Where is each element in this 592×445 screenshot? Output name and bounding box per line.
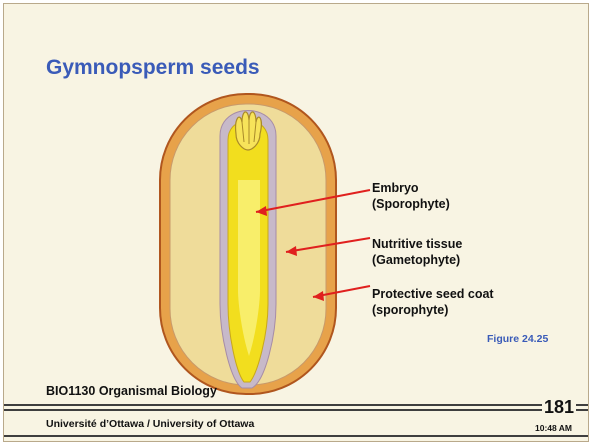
embryo-label: Embryo (Sporophyte) xyxy=(372,180,450,212)
embryo-label-line2: (Sporophyte) xyxy=(372,196,450,212)
course-title: BIO1130 Organismal Biology xyxy=(46,384,217,398)
figure-caption: Figure 24.25 xyxy=(487,333,548,345)
seed-illustration xyxy=(4,4,589,442)
university-name: Université d’Ottawa / University of Otta… xyxy=(46,418,254,430)
nutritive-tissue-label: Nutritive tissue (Gametophyte) xyxy=(372,236,462,268)
timestamp: 10:48 AM xyxy=(535,423,572,433)
coat-label-line2: (sporophyte) xyxy=(372,302,494,318)
slide: Gymnopsperm seeds Embryo (Sporophyte) Nu… xyxy=(3,3,589,442)
page-number: 181 xyxy=(544,397,574,418)
nutritive-label-line1: Nutritive tissue xyxy=(372,236,462,252)
footer-divider-bottom xyxy=(4,435,588,437)
footer-divider-top xyxy=(4,404,588,406)
nutritive-label-line2: (Gametophyte) xyxy=(372,252,462,268)
footer-divider-top-inner xyxy=(4,409,588,411)
embryo-label-line1: Embryo xyxy=(372,180,450,196)
seed-coat-label: Protective seed coat (sporophyte) xyxy=(372,286,494,318)
coat-label-line1: Protective seed coat xyxy=(372,286,494,302)
